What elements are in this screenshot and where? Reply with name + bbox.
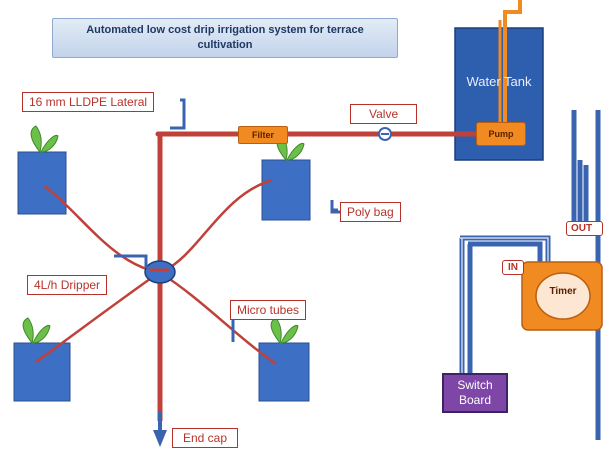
pot-bottom-right <box>258 342 310 402</box>
dripper-hub <box>144 260 176 284</box>
micro-tube-1 <box>43 184 158 274</box>
plant-icon-1 <box>30 125 59 154</box>
valve-label: Valve <box>350 104 418 124</box>
water-tank-label: Water Tank <box>466 74 532 89</box>
micro-tube-4 <box>161 272 277 366</box>
diagram-title: Automated low cost drip irrigation syste… <box>52 18 398 58</box>
timer-dial <box>535 272 591 320</box>
pot-top-left <box>17 151 67 215</box>
pump-label: Pump <box>476 122 526 146</box>
tank-inlet-pipe <box>503 0 522 122</box>
lateral-pointer <box>170 98 186 130</box>
dripper-label: 4L/h Dripper <box>27 275 108 295</box>
pot-top-right <box>261 159 311 221</box>
micro-tube-2 <box>161 178 273 274</box>
micro-tube-3 <box>35 272 158 364</box>
plant-icon-4 <box>270 317 299 345</box>
end-cap-label: End cap <box>172 428 239 448</box>
filter-label: Filter <box>238 126 288 144</box>
micro-tubes-label: Micro tubes <box>230 300 307 320</box>
poly-bag-label: Poly bag <box>340 202 401 222</box>
end-cap <box>153 430 167 447</box>
main-line <box>155 131 479 423</box>
pot-bottom-left <box>13 342 71 402</box>
timer-label: Timer <box>549 286 577 297</box>
planting-pots <box>13 151 311 402</box>
micro-tubes <box>35 178 277 366</box>
lateral-label: 16 mm LLDPE Lateral <box>22 92 155 112</box>
timer-out-tag: OUT <box>566 221 603 236</box>
timer-in-tag: IN <box>502 260 524 275</box>
plant-icon-3 <box>22 317 51 345</box>
switch-board: Switch Board <box>442 373 508 413</box>
